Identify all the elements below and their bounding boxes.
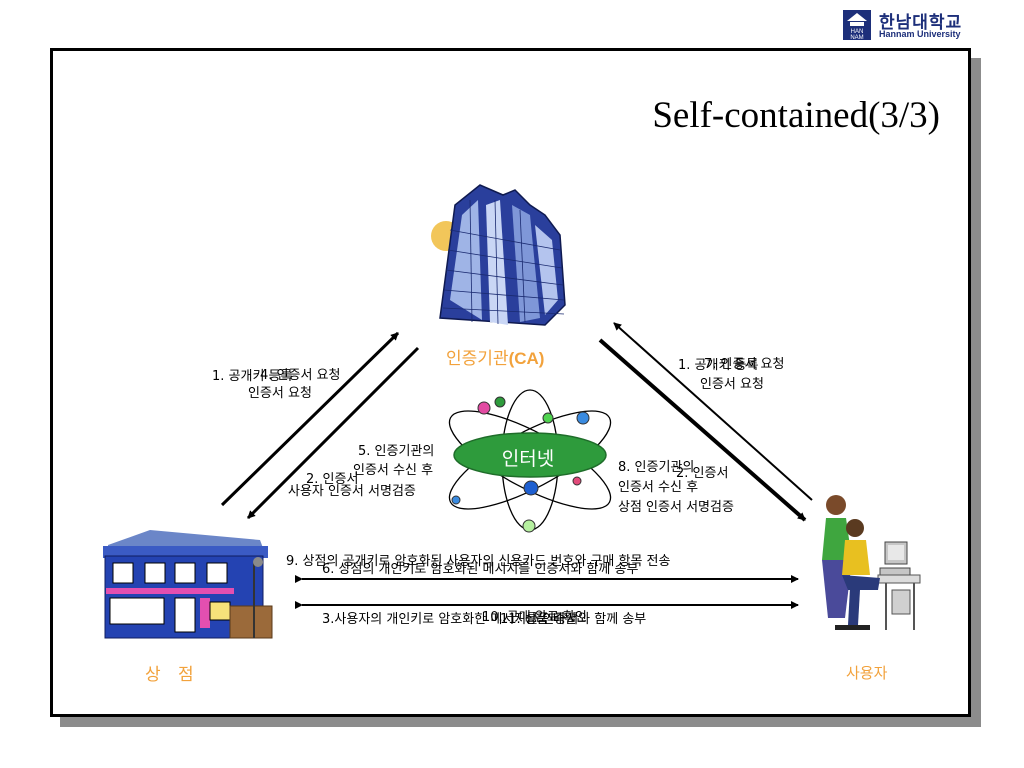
arrow-ca-to-user — [598, 338, 807, 522]
store-label: 상 점 — [145, 665, 200, 685]
university-name-english: Hannam University — [879, 29, 961, 39]
step2-store: 2. 인증서 — [306, 472, 359, 487]
ca-building-icon — [431, 184, 566, 326]
step5-line1: 5. 인증기관의 — [358, 444, 435, 459]
step10-text: 10. 구매 완료 확인 — [482, 610, 587, 625]
internet-label: 인터넷 — [501, 448, 555, 470]
step7-user-overlap: 7. 인증서 요청 — [704, 357, 785, 372]
arrow-ca-to-store — [246, 346, 420, 520]
step11-overlap-text: 11. 상품 배달 — [500, 612, 577, 627]
step5-line3: 사용자 인증서 서명검증 — [288, 484, 416, 499]
step8-line3: 상점 인증서 서명검증 — [618, 500, 734, 515]
store-building-icon — [103, 530, 273, 639]
user-label: 사용자 — [846, 664, 888, 682]
user-at-computer-icon — [822, 495, 921, 630]
ca-label: 인증기관(CA) — [446, 349, 545, 369]
svg-text:NAM: NAM — [850, 35, 863, 40]
university-emblem-icon: HAN NAM — [843, 10, 871, 41]
university-logo: HAN NAM 한남대학교 Hannam University — [843, 8, 983, 44]
step9-text: 9. 상점의 공개키로 암호화된 사용자의 신용카드 번호와 구매 항목 전송 — [286, 554, 671, 569]
arrow-store-to-ca — [220, 331, 400, 507]
university-name-korean: 한남대학교 — [879, 13, 963, 33]
arrow-user-to-ca — [613, 322, 813, 501]
step1-store-line1: 1. 공개키 등록 — [212, 369, 293, 384]
step1-user-line2: 인증서 요청 — [700, 377, 764, 392]
slide-title: Self-contained(3/3) — [652, 95, 940, 136]
svg-text:HAN: HAN — [851, 29, 864, 35]
internet-ellipse — [453, 432, 607, 478]
step8-line2: 인증서 수신 후 — [618, 480, 699, 495]
step6-text: 6. 상점의 개인키로 암호화된 메시지를 인증서와 함께 송부 — [322, 562, 639, 577]
step1-user-line1: 1. 공개키 등록 — [678, 358, 759, 373]
step8-line1: 8. 인증기관의 — [618, 460, 695, 475]
step2-user: 2. 인증서 — [676, 466, 729, 481]
step3-text: 3.사용자의 개인키로 암호화한 메시지를 인증서와 함께 송부 — [322, 612, 647, 627]
step5-line2: 인증서 수신 후 — [353, 463, 434, 478]
step4-store-overlap: 4. 인증서 요청 — [260, 368, 341, 383]
step1-store-line2: 인증서 요청 — [248, 386, 312, 401]
